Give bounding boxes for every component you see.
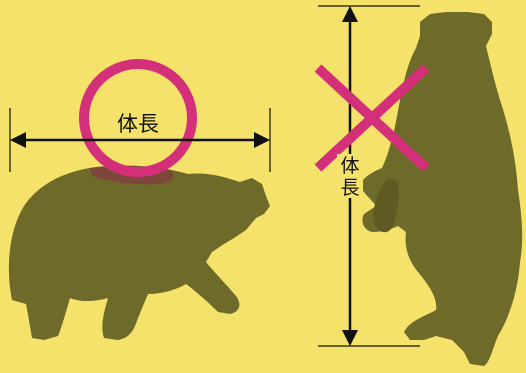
body-length-label-vertical-char-1: 体 [340, 155, 359, 177]
body-length-label-horizontal: 体長 [117, 112, 159, 136]
bear-walking-silhouette [9, 165, 270, 340]
bear-walking-illustration [9, 165, 270, 340]
bear-standing-illustration [360, 12, 522, 366]
body-length-label-vertical-char-2: 長 [340, 177, 359, 199]
